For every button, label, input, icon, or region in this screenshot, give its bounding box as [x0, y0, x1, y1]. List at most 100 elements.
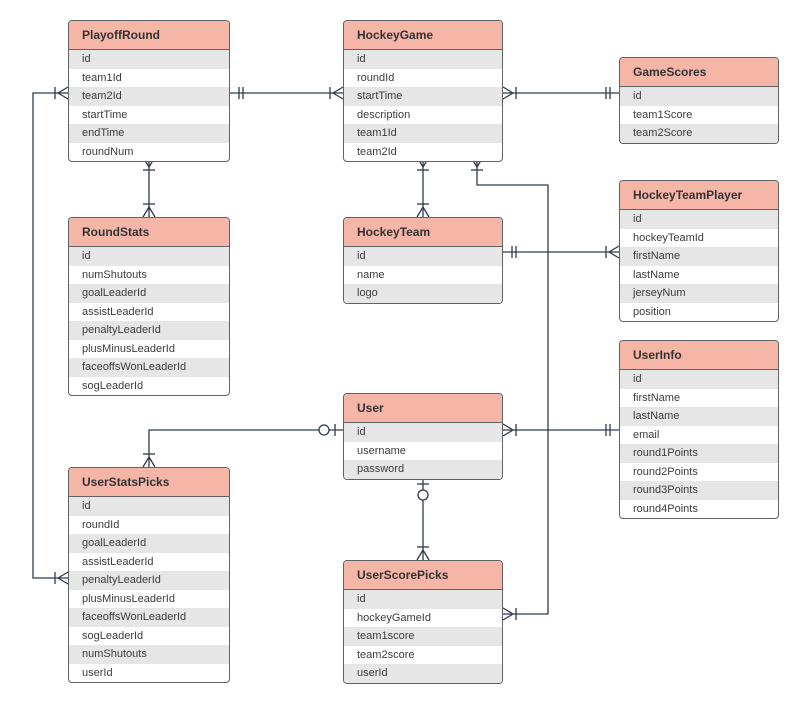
field-row: penaltyLeaderId: [69, 571, 229, 590]
field-row: round1Points: [620, 444, 778, 463]
field-row: description: [357, 108, 411, 121]
field-row: endTime: [69, 124, 229, 143]
field-row: jerseyNum: [620, 284, 778, 303]
field-row: lastName: [633, 268, 680, 281]
entity-title: UserStatsPicks: [69, 468, 229, 497]
field-row: userId: [344, 664, 502, 683]
many-marker: [502, 607, 514, 615]
field-row: plusMinusLeaderId: [82, 342, 175, 355]
field-row: penaltyLeaderId: [69, 321, 229, 340]
field-row: round4Points: [633, 502, 698, 515]
field-row: logo: [344, 284, 502, 303]
field-row: id: [620, 210, 778, 229]
many-marker: [422, 549, 430, 561]
entity-hockey-team[interactable]: HockeyTeam id name logo: [343, 217, 503, 304]
many-marker: [502, 423, 514, 431]
field-row: hockeyGameId: [357, 611, 431, 624]
field-row: position: [633, 305, 671, 318]
many-marker: [142, 206, 150, 218]
field-row: faceoffsWonLeaderId: [69, 358, 229, 377]
many-marker: [502, 92, 514, 100]
many-marker: [422, 206, 430, 218]
entity-title: User: [344, 394, 502, 423]
field-row: sogLeaderId: [82, 379, 144, 392]
field-row: assistLeaderId: [82, 555, 154, 568]
field-row: team2Id: [69, 87, 229, 106]
field-row: team1Score: [633, 108, 693, 121]
entity-game-scores[interactable]: GameScores id team1Score team2Score: [619, 57, 779, 144]
field-row: username: [357, 444, 406, 457]
field-row: roundNum: [82, 145, 134, 158]
field-row: firstName: [633, 391, 681, 404]
many-marker: [57, 577, 69, 585]
field-row: sogLeaderId: [82, 629, 144, 642]
field-row: name: [357, 268, 385, 281]
field-row: numShutouts: [69, 645, 229, 664]
field-row: id: [344, 423, 502, 442]
field-row: userId: [82, 666, 113, 679]
field-row: id: [69, 50, 229, 69]
entity-title: PlayoffRound: [69, 21, 229, 50]
field-row: round2Points: [633, 465, 698, 478]
many-marker: [416, 206, 424, 218]
field-row: team2Id: [357, 145, 397, 158]
many-marker: [502, 86, 514, 94]
field-row: startTime: [344, 87, 502, 106]
relationship-line: [148, 429, 343, 467]
many-marker: [502, 613, 514, 621]
many-marker: [148, 456, 156, 468]
many-marker: [142, 456, 150, 468]
field-row: plusMinusLeaderId: [82, 592, 175, 605]
field-row: round3Points: [620, 481, 778, 500]
entity-fields: id username password: [344, 423, 502, 479]
entity-title: HockeyTeam: [344, 218, 502, 247]
many-marker: [148, 206, 156, 218]
field-row: team1Id: [344, 124, 502, 143]
field-row: goalLeaderId: [69, 534, 229, 553]
field-row: team2Score: [620, 124, 778, 143]
entity-title: RoundStats: [69, 218, 229, 247]
many-marker: [502, 429, 514, 437]
field-row: id: [69, 247, 229, 266]
field-row: id: [344, 247, 502, 266]
entity-title: HockeyGame: [344, 21, 502, 50]
field-row: team1score: [344, 627, 502, 646]
many-marker: [608, 251, 620, 259]
field-row: hockeyTeamId: [633, 231, 704, 244]
relationship-line: [476, 157, 549, 615]
field-row: startTime: [82, 108, 128, 121]
field-row: roundId: [357, 71, 395, 84]
field-row: email: [633, 428, 660, 441]
field-row: faceoffsWonLeaderId: [69, 608, 229, 627]
zero-marker: [417, 489, 429, 501]
many-marker: [57, 86, 69, 94]
relationship-line: [32, 92, 68, 579]
entity-user[interactable]: User id username password: [343, 393, 503, 480]
entity-title: UserInfo: [620, 341, 778, 370]
field-row: lastName: [620, 407, 778, 426]
field-row: id: [620, 370, 778, 389]
field-row: id: [344, 590, 502, 609]
entity-user-info[interactable]: UserInfo id firstName lastName email round1P…: [619, 340, 779, 519]
entity-fields: id name logo: [344, 247, 502, 303]
field-row: id: [69, 497, 229, 516]
entity-title: GameScores: [620, 58, 778, 87]
field-row: assistLeaderId: [82, 305, 154, 318]
many-marker: [416, 549, 424, 561]
field-row: id: [620, 87, 778, 106]
field-row: password: [344, 460, 502, 479]
field-row: goalLeaderId: [69, 284, 229, 303]
